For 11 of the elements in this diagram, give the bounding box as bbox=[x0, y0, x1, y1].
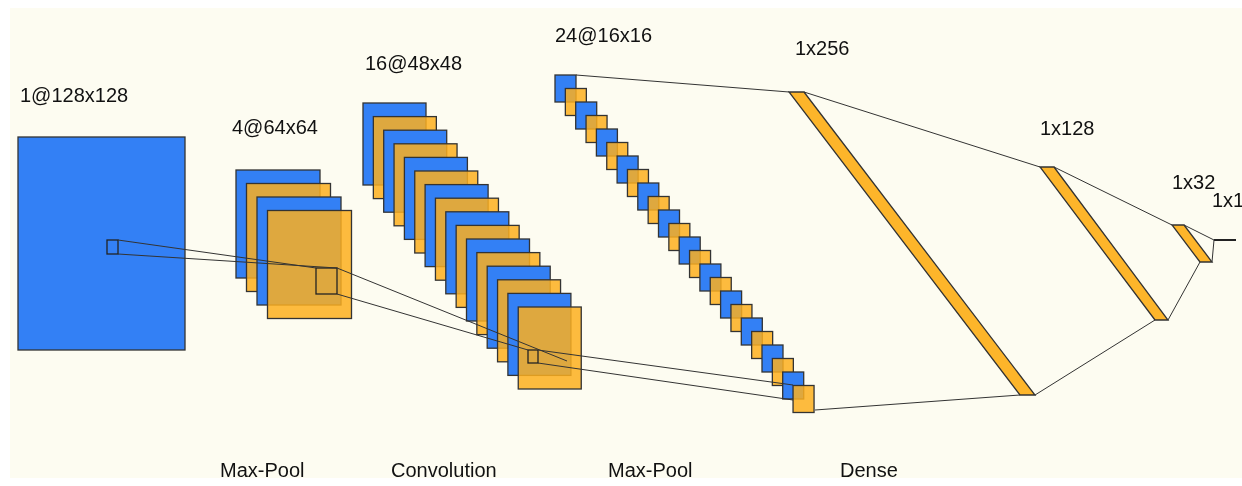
layer-size-label: 16@48x48 bbox=[365, 53, 463, 73]
operation-label: Max-Pool bbox=[608, 460, 693, 480]
layer-size-label: 1@128x128 bbox=[20, 85, 129, 105]
layer-size-label: 24@16x16 bbox=[555, 25, 653, 45]
layer-size-label: 1x256 bbox=[795, 38, 850, 58]
layer-size-label: 1x32 bbox=[1172, 172, 1216, 192]
operation-label: Convolution bbox=[391, 460, 497, 480]
operation-label: Dense bbox=[840, 460, 898, 480]
layer-size-label: 4@64x64 bbox=[232, 117, 318, 137]
operation-label: Max-Pool bbox=[220, 460, 305, 480]
layer-size-label: 1x128 bbox=[1040, 118, 1095, 138]
